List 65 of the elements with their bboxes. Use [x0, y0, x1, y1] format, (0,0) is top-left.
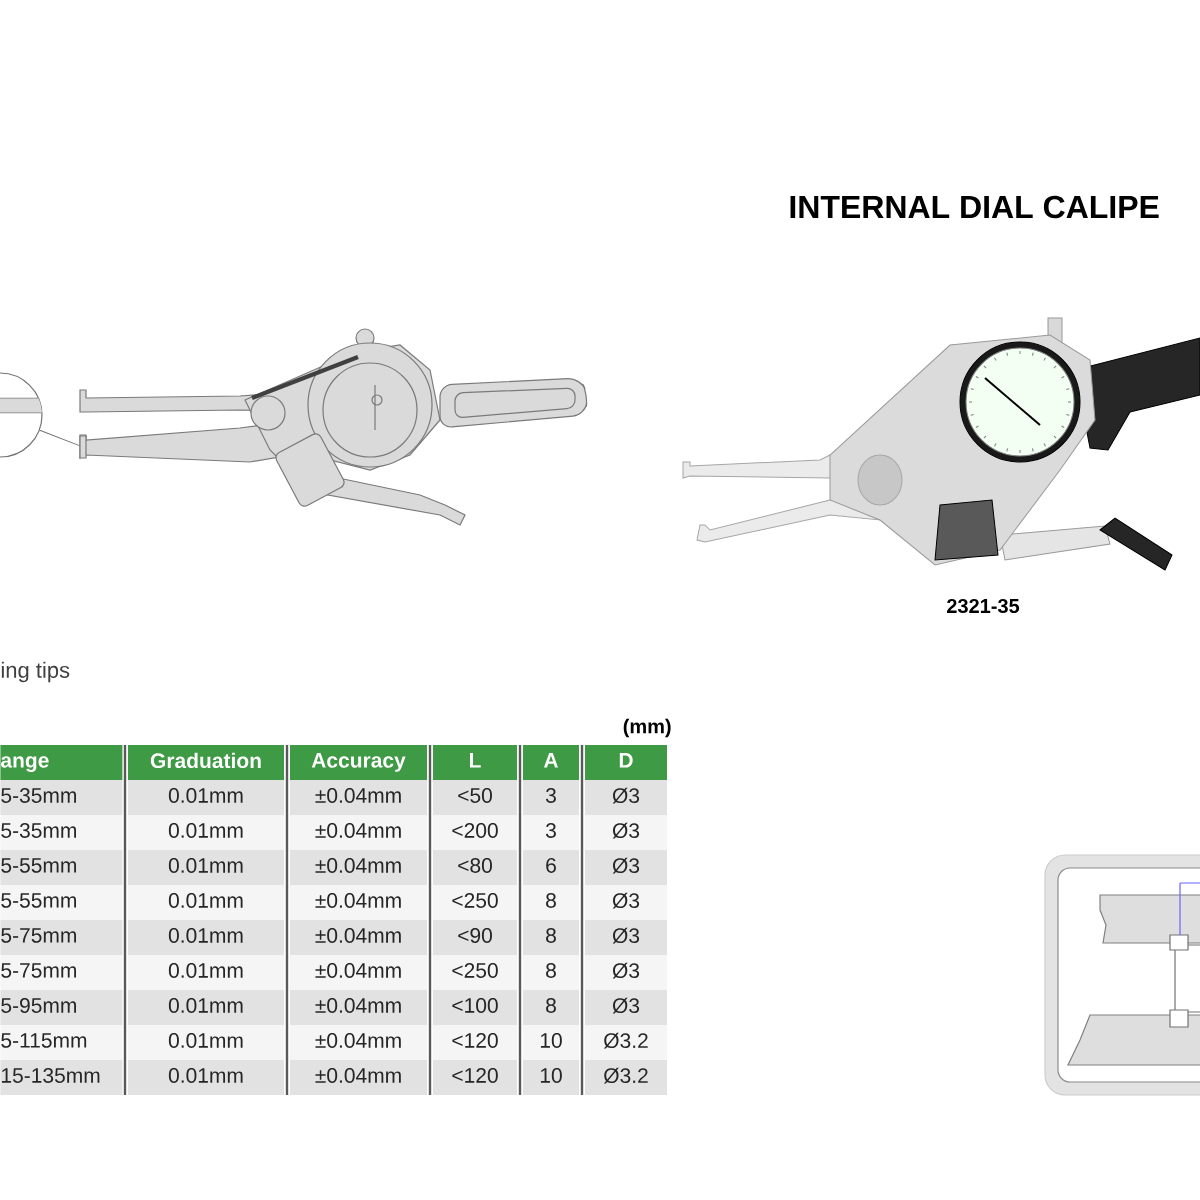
table-cell: ±0.04mm: [290, 780, 427, 815]
table-cell: <250: [433, 885, 517, 920]
table-cell: ±0.04mm: [290, 1025, 427, 1060]
table-cell: <200: [433, 815, 517, 850]
table-cell: <50: [433, 780, 517, 815]
table-cell: 0.01mm: [128, 815, 284, 850]
table-cell: Ø3: [585, 815, 667, 850]
table-cell: 0.01mm: [128, 780, 284, 815]
table-cell: 0.01mm: [128, 850, 284, 885]
header-cell: Accuracy: [290, 745, 427, 780]
table-cell: <100: [433, 990, 517, 1025]
table-cell: 0.01mm: [128, 955, 284, 990]
table-cell: 0.01mm: [128, 885, 284, 920]
table-cell: 5-55mm: [0, 885, 123, 920]
table-cell: ±0.04mm: [290, 850, 427, 885]
table-cell: Ø3.2: [585, 1060, 667, 1095]
table-cell: Ø3: [585, 850, 667, 885]
table-cell: Ø3: [585, 990, 667, 1025]
table-cell: 8: [523, 990, 579, 1025]
table-cell: 0.01mm: [128, 990, 284, 1025]
table-cell: 5-95mm: [0, 990, 123, 1025]
table-cell: <120: [433, 1060, 517, 1095]
model-number: 2321-35: [947, 598, 1020, 614]
table-cell: ±0.04mm: [290, 885, 427, 920]
table-cell: 5-115mm: [0, 1025, 123, 1060]
table-cell: <90: [433, 920, 517, 955]
table-cell: 0.01mm: [128, 1025, 284, 1060]
table-cell: 5-55mm: [0, 850, 123, 885]
table-cell: 3: [523, 815, 579, 850]
table-cell: 8: [523, 955, 579, 990]
table-cell: 15-135mm: [0, 1060, 123, 1095]
table-cell: <250: [433, 955, 517, 990]
title: INTERNAL DIAL CALIPE: [790, 195, 1159, 219]
table-cell: <80: [433, 850, 517, 885]
table-cell: 5-75mm: [0, 955, 123, 990]
unit-label: (mm): [623, 718, 671, 738]
table-cell: Ø3: [585, 955, 667, 990]
table-cell: 0.01mm: [128, 1060, 284, 1095]
jaw-tip: [79, 435, 87, 459]
header-cell: Graduation: [128, 745, 284, 780]
note-text: ing tips: [1, 661, 70, 683]
table-cell: 8: [523, 920, 579, 955]
table-cell: 0.01mm: [128, 920, 284, 955]
table-cell: <120: [433, 1025, 517, 1060]
table-cell: 10: [523, 1060, 579, 1095]
table-cell: ±0.04mm: [290, 990, 427, 1025]
table-cell: ±0.04mm: [290, 920, 427, 955]
table-cell: Ø3.2: [585, 1025, 667, 1060]
table-cell: Ø3: [585, 780, 667, 815]
table-cell: 5-35mm: [0, 780, 123, 815]
header-cell: L: [433, 745, 517, 780]
table-cell: ±0.04mm: [290, 815, 427, 850]
table-cell: 10: [523, 1025, 579, 1060]
table-cell: ±0.04mm: [290, 1060, 427, 1095]
table-cell: Ø3: [585, 920, 667, 955]
header-cell: A: [523, 745, 579, 780]
table-cell: 5-75mm: [0, 920, 123, 955]
header-cell: D: [585, 745, 667, 780]
table-cell: ±0.04mm: [290, 955, 427, 990]
table-cell: 3: [523, 780, 579, 815]
table-cell: 5-35mm: [0, 815, 123, 850]
table-cell: Ø3: [585, 885, 667, 920]
table-cell: 6: [523, 850, 579, 885]
header-cell: ange: [0, 745, 123, 780]
table-cell: 8: [523, 885, 579, 920]
